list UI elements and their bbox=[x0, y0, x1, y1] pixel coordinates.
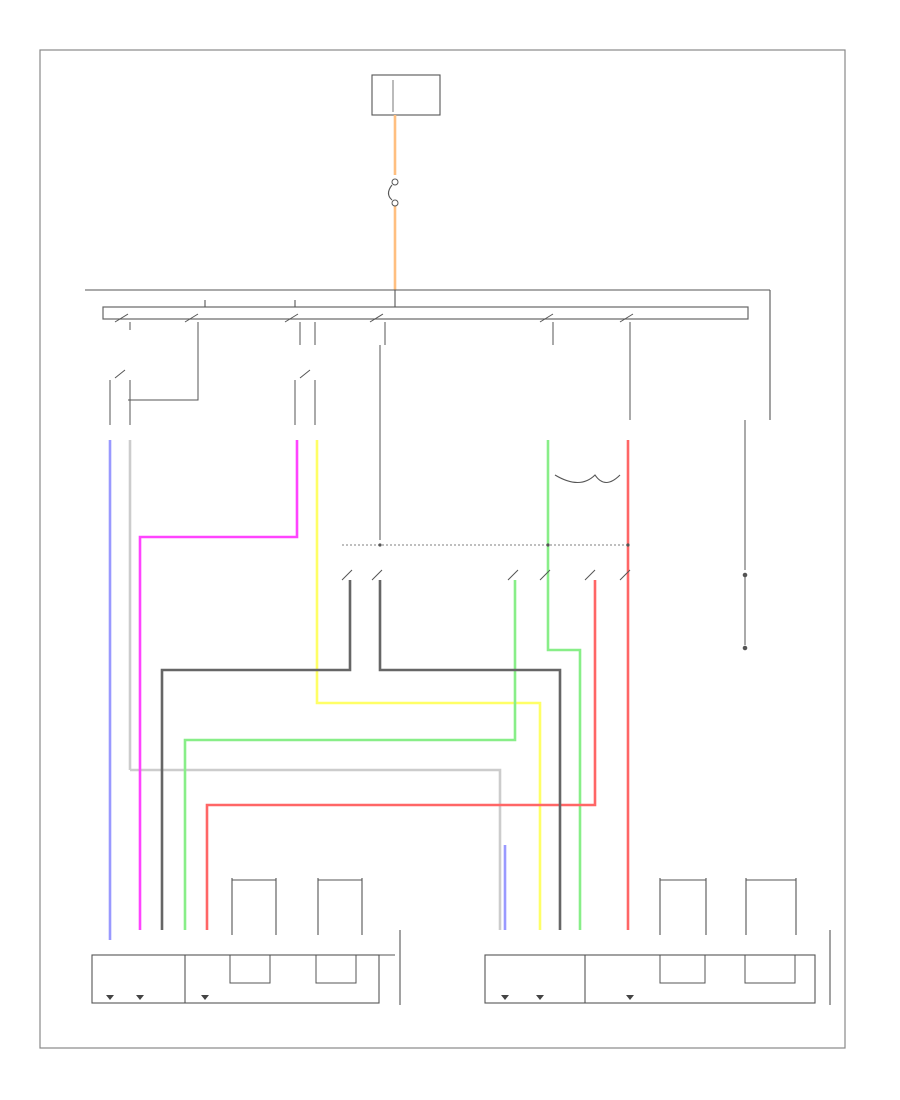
wire-green-left bbox=[183, 580, 517, 930]
wire-black bbox=[160, 580, 562, 930]
right-mirror-assembly bbox=[484, 878, 816, 1004]
connector-junction bbox=[342, 474, 630, 547]
diagram-frame bbox=[39, 49, 846, 1049]
wire-red bbox=[205, 580, 597, 930]
switch-contacts-middle bbox=[109, 345, 381, 540]
wire-yellow bbox=[315, 440, 542, 930]
switch-contacts-upper bbox=[114, 313, 634, 420]
top-fuse-box bbox=[371, 74, 441, 116]
switch-bus bbox=[85, 289, 771, 420]
wire-gray bbox=[128, 440, 502, 930]
left-mirror-assembly bbox=[91, 878, 395, 1004]
right-ground-circuit bbox=[742, 420, 748, 651]
switch-contacts-lower bbox=[341, 569, 631, 581]
wire-magenta bbox=[138, 440, 299, 930]
wire-green-right bbox=[546, 440, 582, 930]
ground-symbol bbox=[106, 995, 634, 1000]
inline-fuse bbox=[387, 178, 399, 207]
